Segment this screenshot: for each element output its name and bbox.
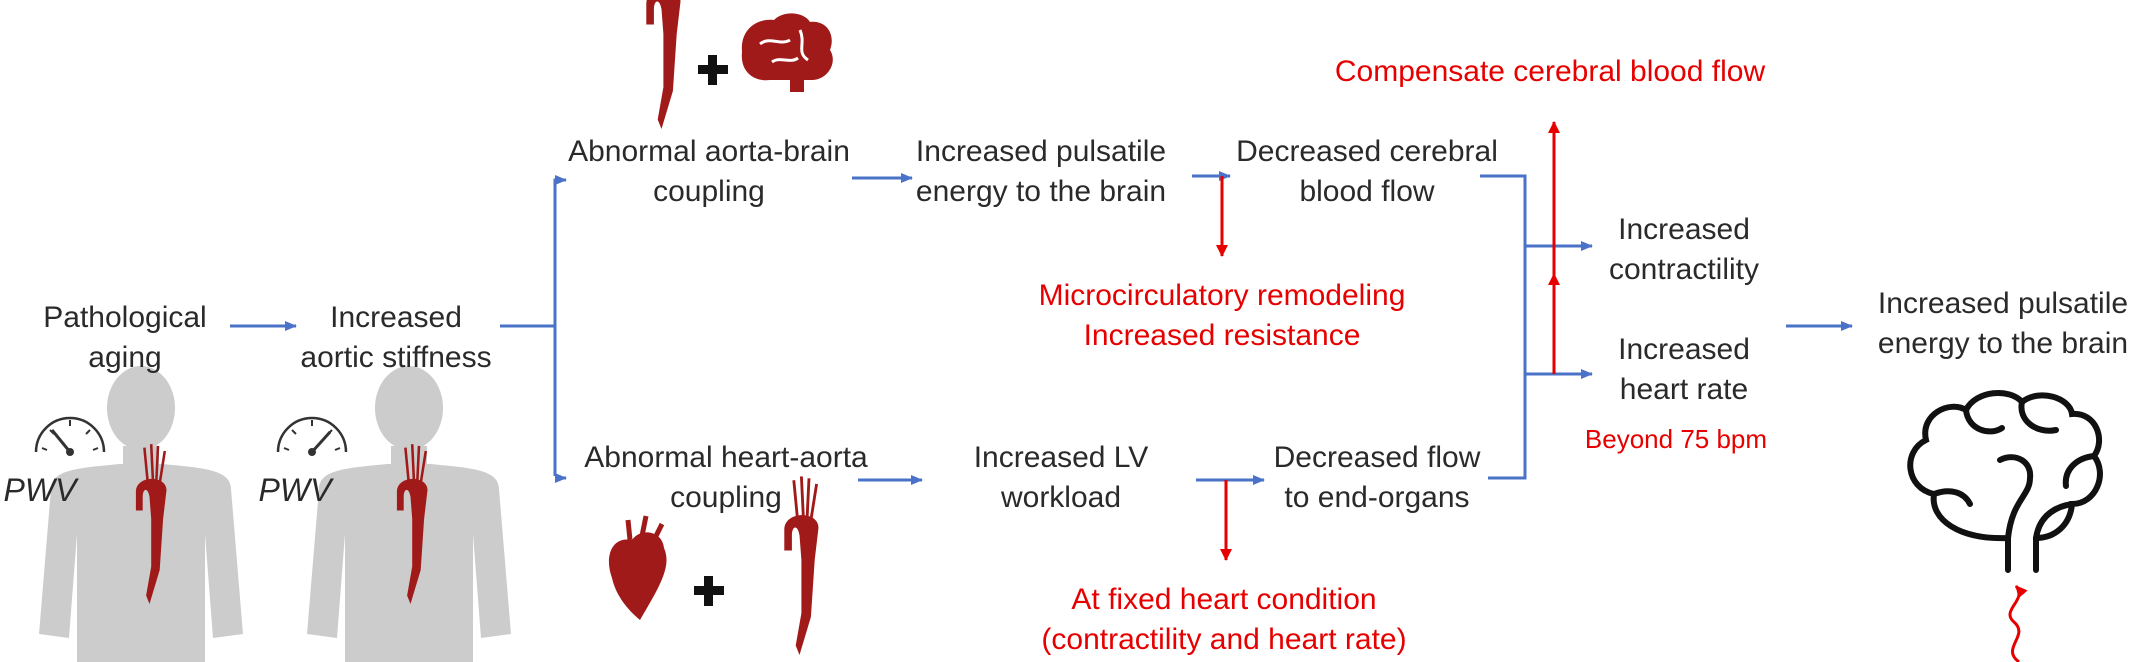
node-line: Decreased flow <box>1273 441 1481 474</box>
node-line: blood flow <box>1299 175 1435 208</box>
pwv-label: PWV <box>258 472 332 508</box>
node-lv-workload: Increased LV workload <box>926 438 1196 518</box>
node-line: contractility <box>1608 253 1760 286</box>
node-line: Increased pulsatile <box>915 135 1167 168</box>
node-heart-aorta-coupling: Abnormal heart-aorta coupling <box>566 438 886 518</box>
node-line: Pathological <box>43 301 207 334</box>
node-end-organs: Decreased flow to end-organs <box>1254 438 1500 518</box>
node-contractility: Increased contractility <box>1584 210 1784 290</box>
human-silhouette-icon <box>307 366 511 662</box>
node-line: workload <box>1000 481 1122 514</box>
node-line: aging <box>88 341 162 374</box>
node-line: energy to the brain <box>915 175 1167 208</box>
flow-arrows <box>230 171 1853 485</box>
node-line: Abnormal heart-aorta <box>584 441 868 474</box>
aorta-icon <box>644 0 682 131</box>
node-line: energy to the brain <box>1877 327 2129 360</box>
pwv-label: PWV <box>3 472 77 508</box>
node-heart-rate: Increased heart rate <box>1584 330 1784 410</box>
node-line: Increased pulsatile <box>1877 287 2129 320</box>
node-line: Increased <box>330 301 462 334</box>
heart-icon <box>608 515 667 620</box>
human-silhouette-icon <box>39 366 243 662</box>
wave-arrow-icon <box>2008 585 2028 662</box>
plus-icon <box>694 576 724 606</box>
node-aortic-stiffness: Increased aortic stiffness <box>294 298 498 378</box>
node-line: aortic stiffness <box>300 341 492 374</box>
node-line: coupling <box>653 175 765 208</box>
brain-outline-icon <box>1907 389 2103 573</box>
node-aorta-brain-coupling: Abnormal aorta-brain coupling <box>550 132 868 212</box>
node-final-pulsatile-energy: Increased pulsatile energy to the brain <box>1860 284 2146 364</box>
note-beyond-75-bpm: Beyond 75 bpm <box>1584 424 1768 454</box>
node-line: heart rate <box>1619 373 1749 406</box>
node-pulsatile-energy: Increased pulsatile energy to the brain <box>896 132 1186 212</box>
note-microcirculatory: Microcirculatory remodeling Increased re… <box>1000 276 1444 356</box>
note-line: (contractility and heart rate) <box>1041 623 1407 656</box>
node-line: Increased <box>1618 333 1750 366</box>
note-fixed-heart: At fixed heart condition (contractility … <box>1014 580 1434 660</box>
node-line: to end-organs <box>1284 481 1470 514</box>
node-line: Increased LV <box>973 441 1149 474</box>
note-line: Microcirculatory remodeling <box>1038 279 1406 312</box>
node-pathological-aging: Pathological aging <box>30 298 220 378</box>
node-line: coupling <box>670 481 782 514</box>
speedometer-icon <box>276 416 348 458</box>
node-line: Decreased cerebral <box>1236 135 1498 168</box>
speedometer-icon <box>34 416 106 458</box>
node-line: Increased <box>1618 213 1750 246</box>
note-line: Increased resistance <box>1083 319 1361 352</box>
merge-connector <box>1480 174 1527 480</box>
note-line: At fixed heart condition <box>1071 583 1377 616</box>
brain-icon <box>741 13 833 93</box>
node-cerebral-blood-flow: Decreased cerebral blood flow <box>1222 132 1512 212</box>
note-compensate: Compensate cerebral blood flow <box>1334 55 1766 88</box>
node-line: Abnormal aorta-brain <box>568 135 850 168</box>
plus-icon <box>698 55 728 85</box>
red-arrows <box>1216 121 1560 561</box>
